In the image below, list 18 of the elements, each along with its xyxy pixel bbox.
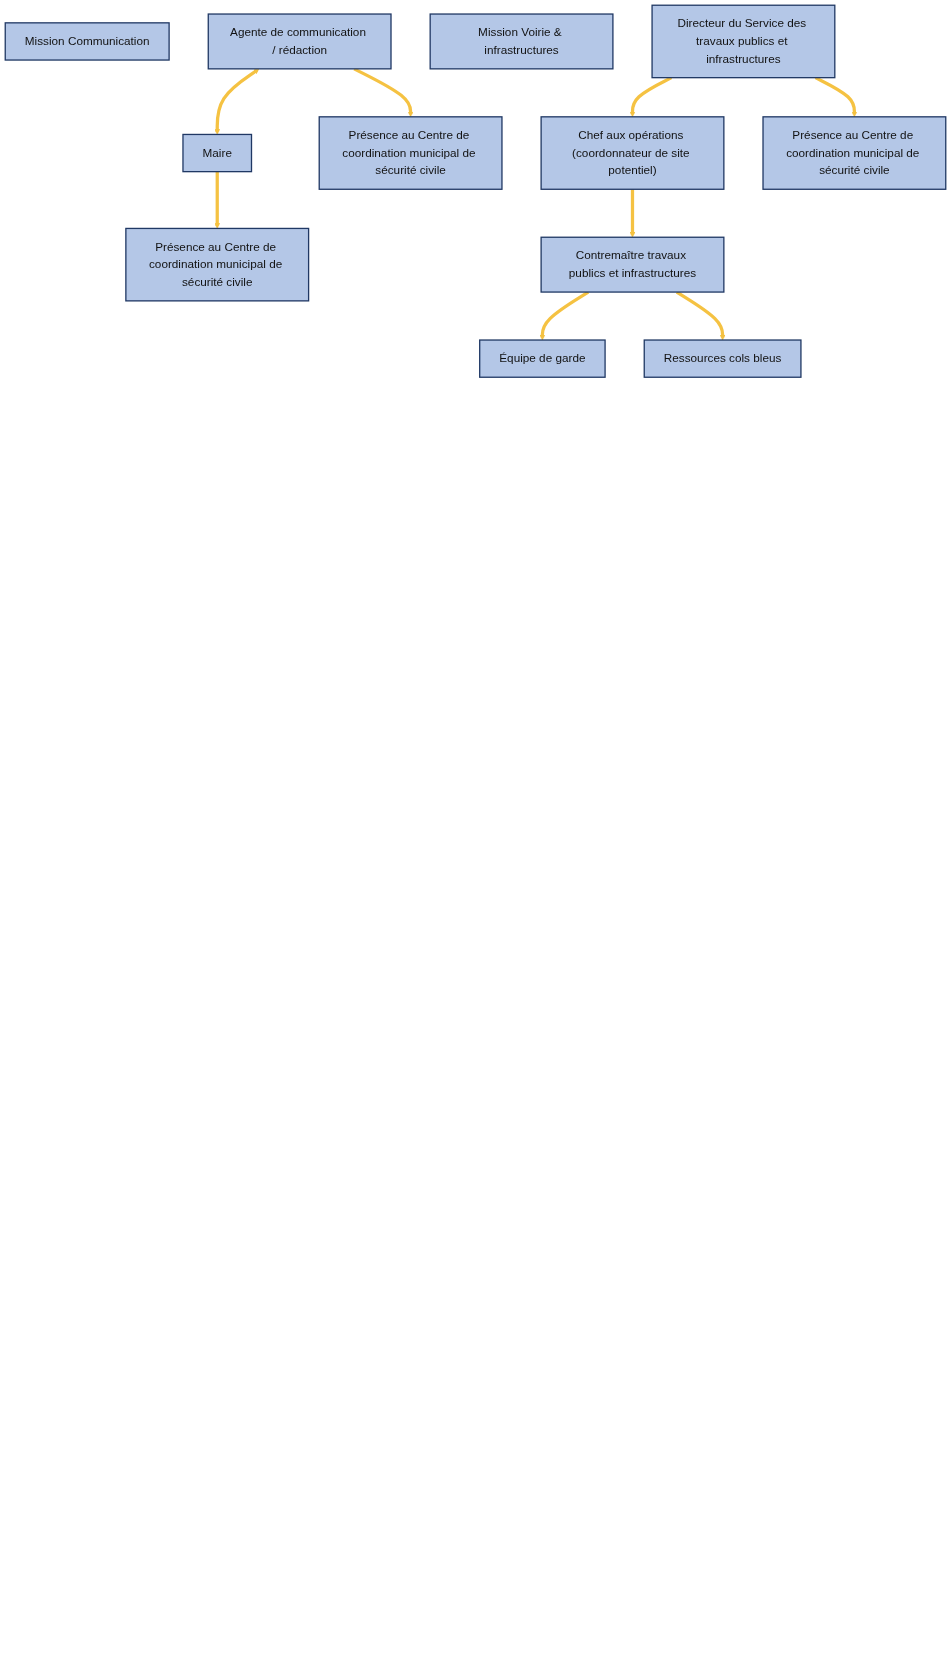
arrow (814, 76, 858, 118)
node-box: Mission Voirie & infrastructures (429, 13, 614, 70)
arrow (214, 68, 260, 135)
node-box: Équipe de garde (479, 339, 606, 378)
node-box: Présence au Centre de coordination municipal de sécurité civile (762, 116, 947, 190)
node-box: Ressources cols bleus (643, 339, 802, 378)
node-box: Maire (182, 133, 253, 173)
node-box: Chef aux opérations (coordonnateur de site potentiel) (540, 116, 725, 190)
arrow (214, 171, 221, 229)
arrow (353, 67, 414, 118)
arrow (629, 189, 636, 238)
arrow (629, 76, 673, 118)
node-box: Présence au Centre de coordination municipal de sécurité civile (125, 227, 310, 302)
node-box: Présence au Centre de coordination municipal de sécurité civile (318, 116, 503, 190)
node-box: Directeur du Service des travaux publics et infrastructures (651, 4, 836, 79)
node-box: Mission Communication (4, 22, 170, 61)
node-box: Agente de communication / rédaction (207, 13, 392, 70)
node-box: Contremaître travaux publics et infrastructures (540, 236, 725, 293)
